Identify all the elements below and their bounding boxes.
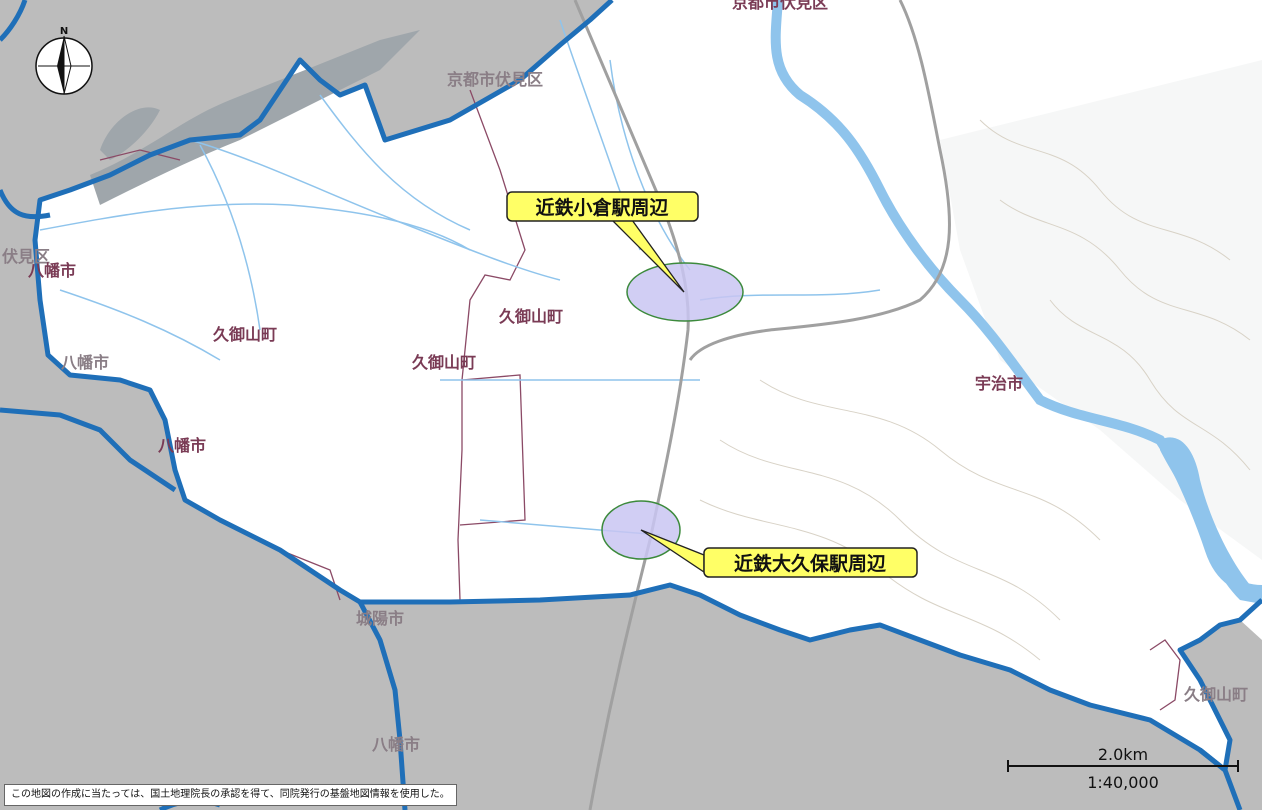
outside-river [90, 30, 420, 205]
ogura-callout-label: 近鉄小倉駅周辺 [535, 196, 668, 219]
label-yawata-4: 八幡市 [371, 735, 420, 754]
label-fushimi-left: 伏見区 [2, 247, 50, 266]
study-area-boundary [32, 0, 1262, 773]
label-kumiyama-4: 久御山町 [1184, 685, 1248, 704]
outside-lake [100, 107, 160, 160]
waterways [39, 19, 881, 536]
railways [573, 0, 952, 810]
scale-distance: 2.0km [1098, 745, 1148, 764]
label-yawata-1: 八幡市 [27, 261, 76, 280]
map-credit: この地図の作成に当たっては、国土地理院長の承認を得て、同院発行の基盤地図情報を使… [4, 784, 457, 806]
label-yawata-2: 八幡市 [60, 353, 109, 372]
hill-area [940, 60, 1262, 560]
label-joyo: 城陽市 [356, 609, 404, 628]
label-yawata-3: 八幡市 [157, 436, 206, 455]
okubo-callout-label: 近鉄大久保駅周辺 [734, 552, 886, 575]
ogura-callout-box[interactable] [506, 191, 699, 222]
label-kyoto-fushimi-top: 京都市伏見区 [732, 0, 828, 12]
label-kumiyama-2: 久御山町 [412, 353, 476, 372]
okubo-callout-box[interactable] [703, 547, 918, 578]
scale-bar: 2.0km 1:40,000 [1007, 745, 1239, 792]
north-arrow-icon: N [35, 26, 93, 95]
label-kumiyama-3: 久御山町 [499, 307, 563, 326]
ogura-station-area[interactable] [626, 262, 744, 322]
scale-ratio: 1:40,000 [1087, 773, 1159, 792]
label-kyoto-fushimi: 京都市伏見区 [447, 70, 543, 89]
label-uji: 宇治市 [975, 374, 1023, 393]
uji-river-lake [1160, 437, 1262, 604]
label-kumiyama-1: 久御山町 [213, 325, 277, 344]
north-letter: N [60, 26, 68, 37]
